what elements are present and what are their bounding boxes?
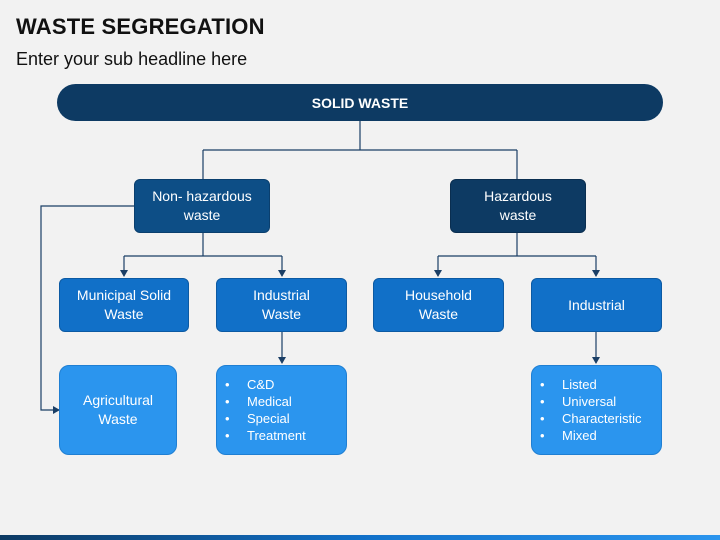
solid-waste-node: SOLID WASTE xyxy=(57,84,663,121)
list-item: Characteristic xyxy=(540,410,655,427)
list-item: Listed xyxy=(540,376,655,393)
footer-accent-bar xyxy=(0,535,720,540)
connector-to-agricultural xyxy=(40,205,135,414)
agricultural-waste-node: Agricultural Waste xyxy=(59,365,177,455)
list-item: Treatment xyxy=(225,427,340,444)
household-waste-node: Household Waste xyxy=(373,278,504,332)
non-hazardous-node: Non- hazardous waste xyxy=(134,179,270,233)
industrial-waste-node: Industrial Waste xyxy=(216,278,347,332)
list-item: Mixed xyxy=(540,427,655,444)
industrial-hazardous-node: Industrial xyxy=(531,278,662,332)
list-item: Universal xyxy=(540,393,655,410)
page-subtitle: Enter your sub headline here xyxy=(16,49,248,69)
industrial-waste-list: C&D Medical Special Treatment xyxy=(216,365,347,455)
industrial-hazardous-items: Listed Universal Characteristic Mixed xyxy=(538,376,655,444)
municipal-solid-waste-node: Municipal Solid Waste xyxy=(59,278,189,332)
list-item: Medical xyxy=(225,393,340,410)
list-item: C&D xyxy=(225,376,340,393)
industrial-waste-items: C&D Medical Special Treatment xyxy=(223,376,340,444)
industrial-hazardous-list: Listed Universal Characteristic Mixed xyxy=(531,365,662,455)
page-title: WASTE SEGREGATION xyxy=(16,14,265,39)
list-item: Special xyxy=(225,410,340,427)
hazardous-node: Hazardous waste xyxy=(450,179,586,233)
